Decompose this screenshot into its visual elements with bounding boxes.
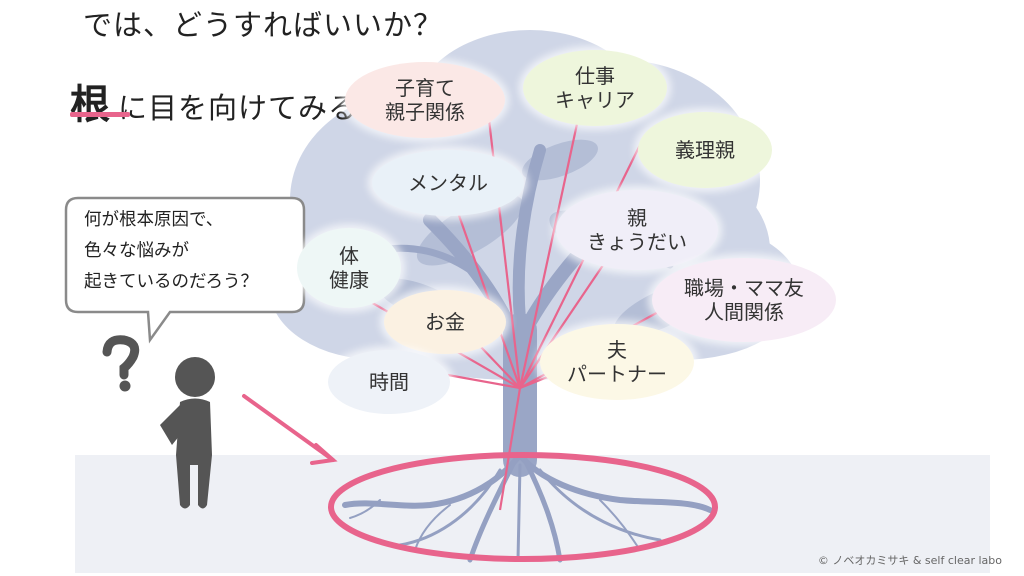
speech-bubble	[64, 196, 306, 344]
bubble-siblings: 親きょうだい	[556, 190, 718, 270]
page-title: では、どうすればいいか？	[83, 8, 444, 42]
bubble-partner: 夫パートナー	[540, 324, 694, 400]
arrow-icon	[242, 394, 338, 465]
subtitle-rest: に目を向けてみる	[118, 91, 359, 125]
bubble-parenting: 子育て親子関係	[345, 62, 505, 138]
speech-line: 何が根本原因で、	[84, 210, 224, 230]
bubble-money: お金	[384, 290, 506, 354]
speech-line: 色々な悩みが	[84, 241, 189, 261]
speech-line: 起きているのだろう？	[84, 272, 258, 292]
credit: © ノベオカミサキ & self clear labo	[817, 554, 1002, 567]
question-mark-icon	[102, 335, 140, 392]
person-icon	[160, 357, 215, 509]
bubble-mental: メンタル	[372, 150, 524, 216]
bubble-health: 体健康	[297, 228, 401, 308]
root-highlight-ellipse	[328, 452, 718, 562]
bubble-in-laws: 義理親	[638, 112, 772, 188]
root-word: 根	[70, 82, 110, 128]
tree-roots	[342, 452, 713, 563]
speech-text: 何が根本原因で、 色々な悩みが 起きているのだろう？	[84, 205, 294, 298]
subtitle: 根に目を向けてみる	[70, 72, 358, 130]
bubble-workplace: 職場・ママ友人間関係	[652, 258, 836, 342]
root-underline	[70, 112, 130, 117]
bubble-time: 時間	[328, 350, 450, 414]
bubble-work: 仕事キャリア	[523, 50, 667, 126]
